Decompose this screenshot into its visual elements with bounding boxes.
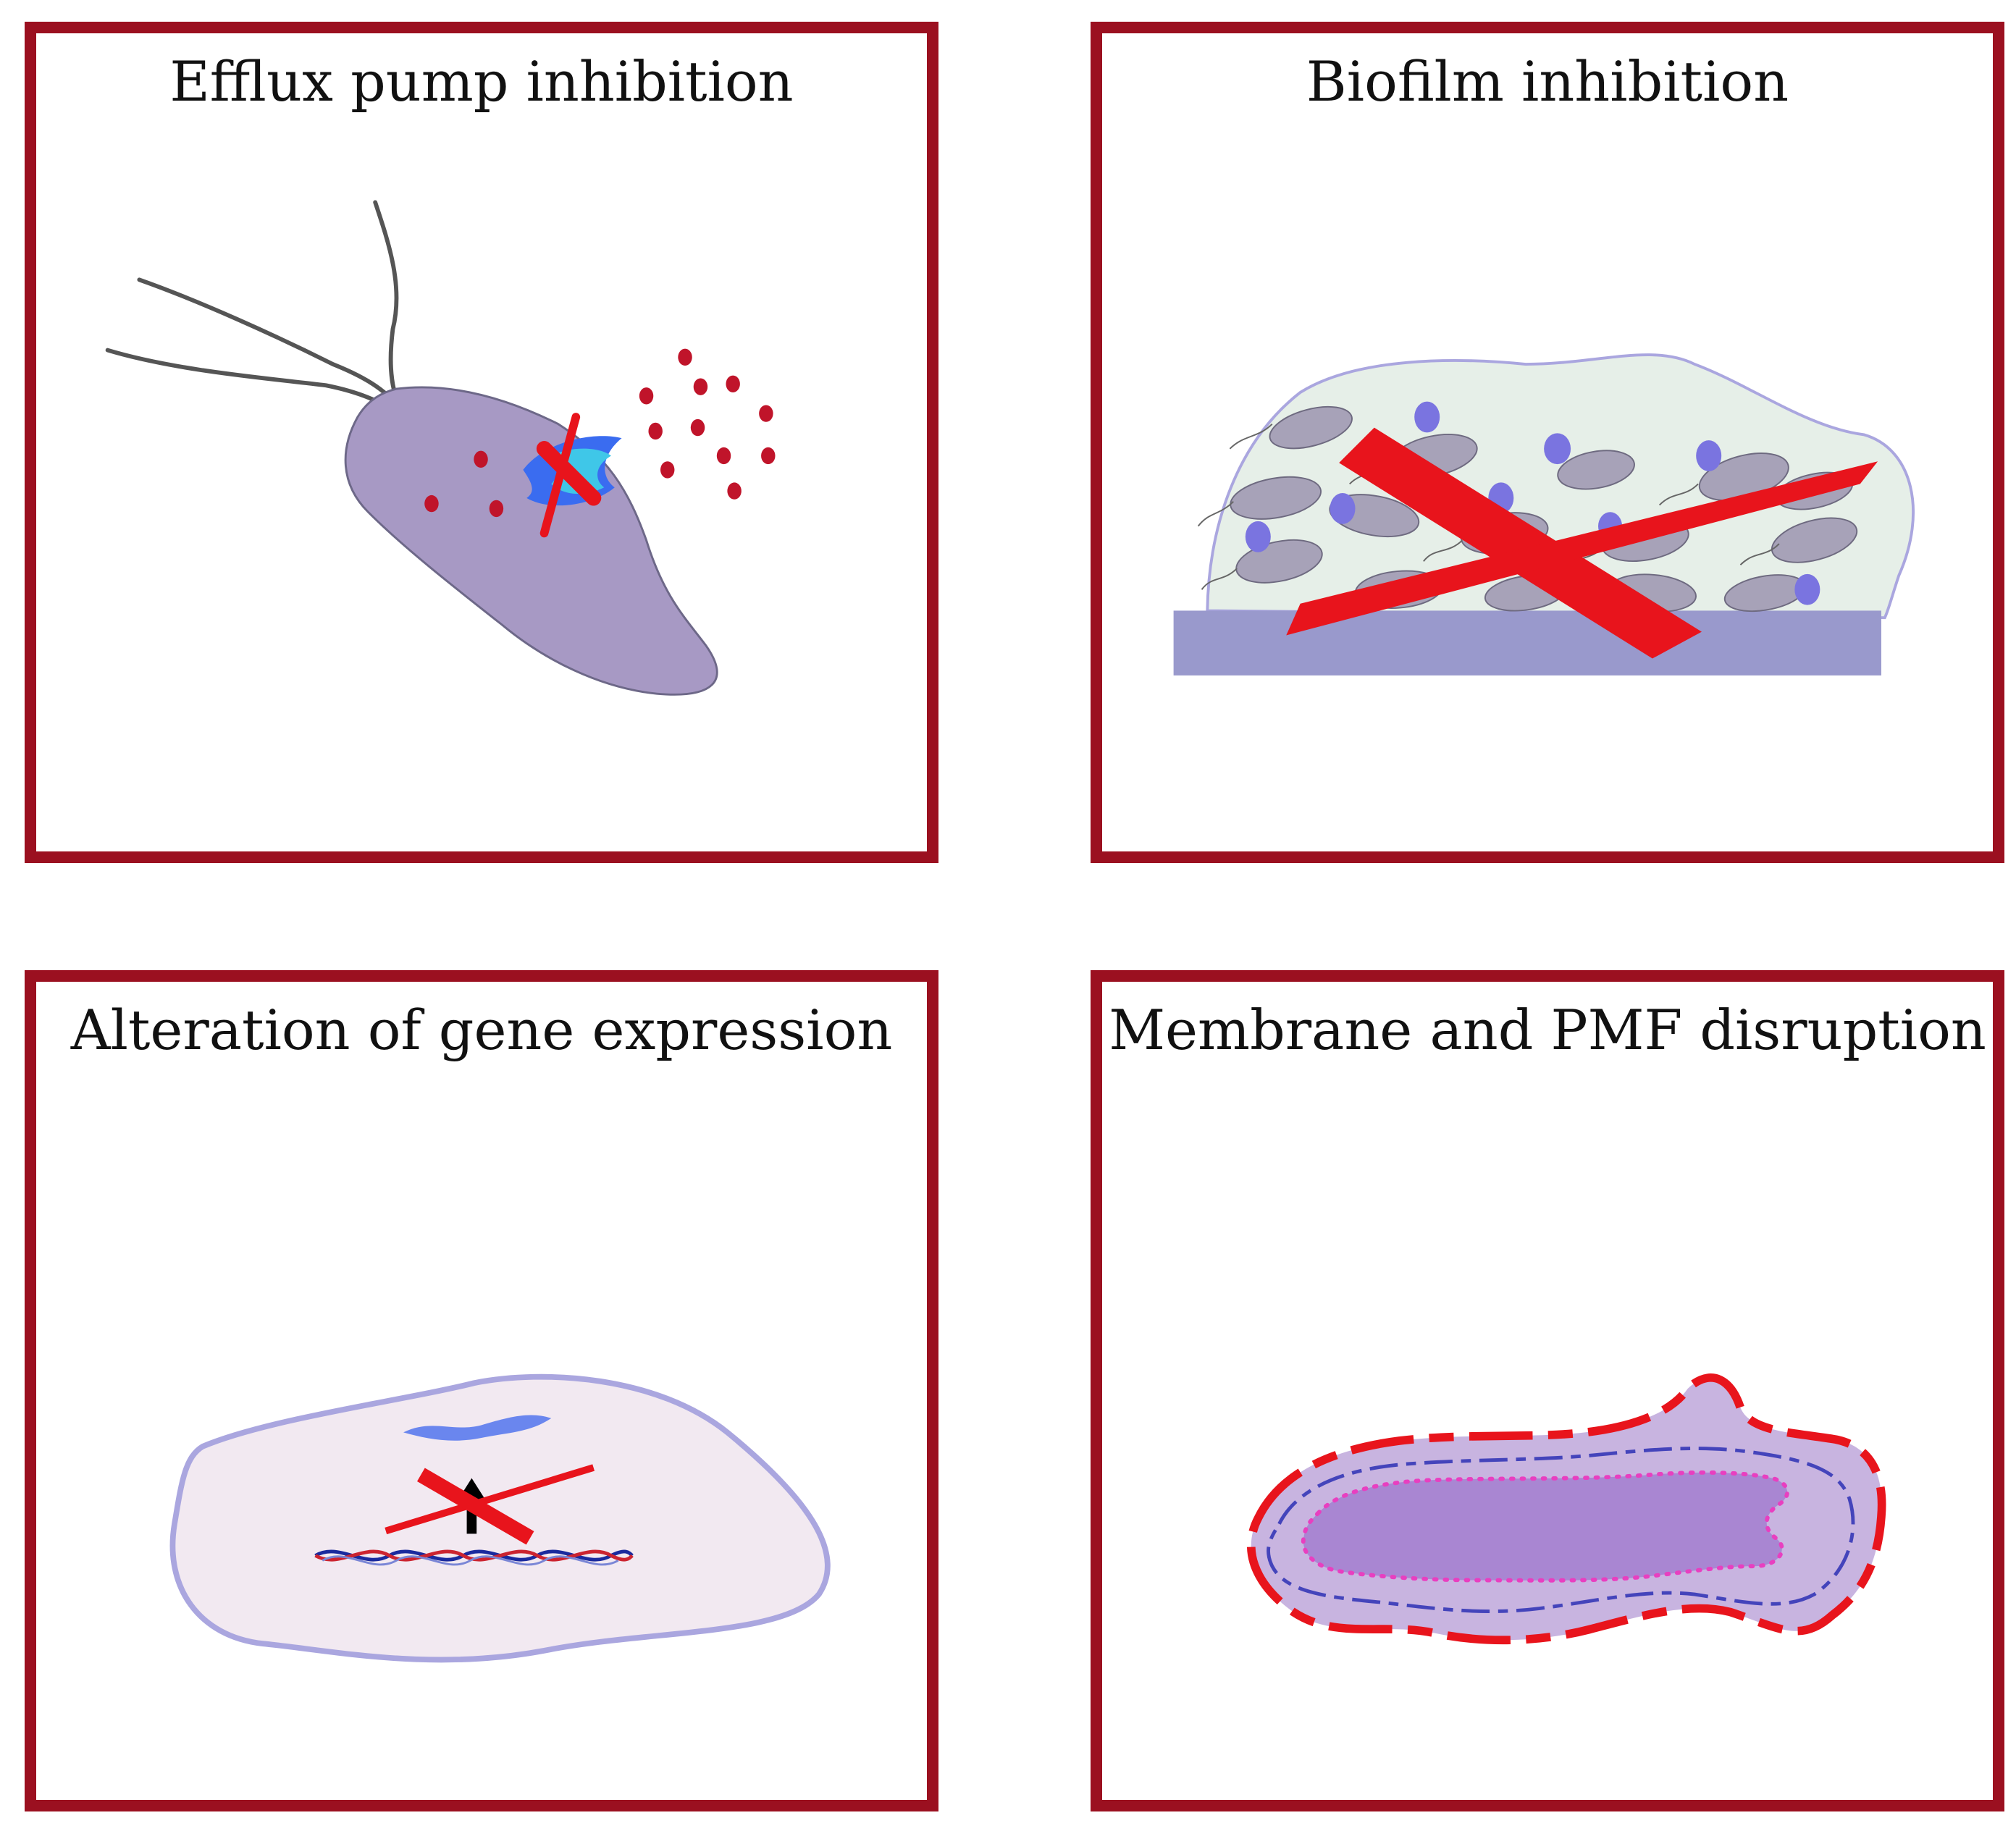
drug-molecule-icon [424,348,776,518]
eps-dot-icon [1245,401,1820,605]
panel-efflux-pump-inhibition: Efflux pump inhibition [25,22,938,863]
inhibition-cross-icon [385,1464,595,1545]
dna-double-helix-icon [314,1549,634,1566]
biofilm-illustration [1173,353,1915,676]
inner-membrane-icon [1267,1447,1855,1613]
surface-icon [1173,610,1881,676]
panel-alteration-of-gene-expression: Alteration of gene expression [25,970,938,1811]
panel-membrane-and-pmf-disruption: Membrane and PMF disruption [1091,970,2004,1811]
panel-title: Alteration of gene expression [70,998,893,1062]
panel-biofilm-inhibition: Biofilm inhibition [1091,22,2004,863]
panel-title: Efflux pump inhibition [169,49,794,114]
panel-title: Membrane and PMF disruption [1109,998,1986,1062]
panel-title: Biofilm inhibition [1306,49,1789,114]
inhibition-cross-icon [536,413,602,538]
mrna-icon [403,1415,552,1441]
gene-expression-illustration [169,1373,831,1663]
biofilm-matrix-icon [1206,353,1915,620]
inhibition-cross-icon [1286,427,1878,659]
flagella-icon [105,200,409,423]
cytoplasm-icon [1301,1470,1789,1583]
efflux-illustration [105,200,776,696]
membrane-disruption-illustration [1247,1373,1886,1645]
